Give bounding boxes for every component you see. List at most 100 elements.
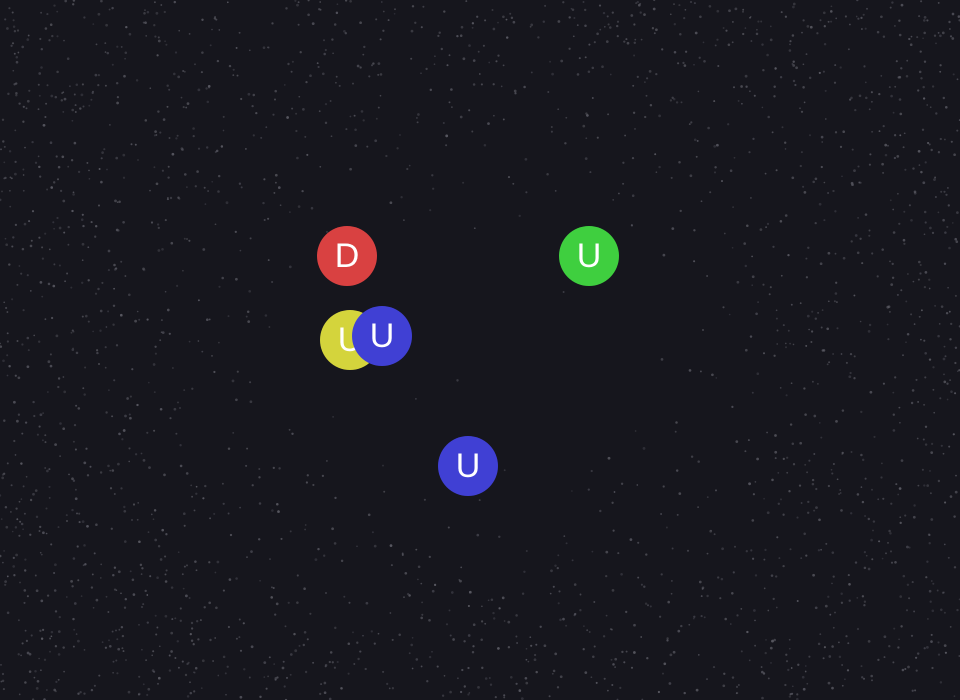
- speckle-dot: [957, 15, 960, 18]
- speckle-dot: [809, 134, 811, 137]
- speckle-dot: [459, 690, 463, 694]
- speckle-dot: [556, 566, 559, 570]
- speckle-dot: [183, 524, 186, 527]
- speckle-dot: [754, 574, 758, 577]
- speckle-dot: [688, 123, 691, 125]
- speckle-dot: [794, 83, 797, 87]
- speckle-dot: [701, 586, 705, 590]
- speckle-dot: [214, 150, 217, 154]
- speckle-dot: [856, 596, 859, 599]
- speckle-dot: [518, 214, 521, 218]
- speckle-dot: [954, 346, 958, 349]
- speckle-dot: [551, 72, 554, 76]
- speckle-dot: [931, 442, 934, 445]
- speckle-dot: [306, 474, 309, 477]
- node-d-red: D: [317, 226, 377, 286]
- speckle-dot: [48, 496, 51, 499]
- speckle-dot: [258, 476, 261, 479]
- speckle-dot: [30, 634, 33, 637]
- speckle-dot: [919, 272, 922, 275]
- speckle-dot: [174, 51, 178, 54]
- speckle-dot: [915, 378, 918, 381]
- speckle-dot: [335, 11, 339, 15]
- speckle-dot: [891, 262, 894, 266]
- speckle-dot: [525, 550, 528, 552]
- speckle-dot: [284, 625, 287, 628]
- speckle-dot: [160, 331, 163, 334]
- speckle-dot: [90, 586, 94, 589]
- speckle-dot: [834, 611, 836, 614]
- speckle-dot: [709, 529, 713, 533]
- speckle-dot: [796, 697, 799, 700]
- speckle-dot: [483, 144, 487, 147]
- speckle-dot: [544, 4, 547, 7]
- speckle-dot: [399, 134, 401, 136]
- speckle-dot: [63, 39, 65, 42]
- speckle-dot: [930, 633, 933, 636]
- speckle-dot: [917, 89, 920, 92]
- speckle-dot: [922, 19, 926, 22]
- speckle-dot: [487, 599, 490, 602]
- speckle-dot: [898, 33, 902, 37]
- speckle-dot: [312, 661, 315, 664]
- speckle-dot: [111, 63, 114, 66]
- speckle-dot: [497, 21, 499, 24]
- speckle-dot: [814, 317, 818, 320]
- speckle-dot: [856, 251, 860, 255]
- speckle-dot: [325, 592, 327, 594]
- speckle-dot: [66, 272, 69, 275]
- speckle-dot: [609, 628, 612, 631]
- speckle-dot: [4, 506, 8, 509]
- speckle-dot: [936, 589, 939, 592]
- speckle-dot: [356, 641, 359, 644]
- speckle-dot: [274, 89, 277, 93]
- speckle-dot: [697, 654, 700, 656]
- speckle-dot: [700, 595, 703, 598]
- speckle-dot: [91, 573, 94, 576]
- speckle-dot: [141, 648, 143, 651]
- speckle-dot: [343, 29, 346, 33]
- speckle-dot: [907, 273, 909, 275]
- speckle-dot: [633, 41, 636, 44]
- speckle-dot: [359, 21, 362, 25]
- speckle-dot: [122, 176, 126, 179]
- speckle-dot: [107, 464, 110, 468]
- speckle-dot: [391, 638, 394, 641]
- speckle-dot: [937, 32, 940, 34]
- speckle-dot: [935, 112, 938, 115]
- speckle-dot: [199, 619, 202, 622]
- speckle-dot: [610, 658, 613, 661]
- speckle-dot: [751, 284, 754, 287]
- speckle-dot: [13, 400, 16, 404]
- speckle-dot: [931, 666, 934, 670]
- speckle-dot: [182, 69, 185, 73]
- speckle-dot: [702, 41, 705, 44]
- speckle-dot: [417, 578, 419, 581]
- speckle-dot: [596, 136, 599, 139]
- speckle-dot: [779, 220, 783, 223]
- speckle-dot: [29, 244, 33, 248]
- speckle-dot: [763, 497, 765, 500]
- speckle-dot: [37, 108, 40, 111]
- speckle-dot: [134, 319, 138, 323]
- speckle-dot: [50, 635, 53, 638]
- speckle-dot: [41, 257, 45, 260]
- speckle-dot: [533, 658, 537, 662]
- speckle-dot: [128, 447, 131, 450]
- speckle-dot: [62, 199, 66, 203]
- speckle-dot: [699, 370, 702, 373]
- speckle-dot: [445, 623, 449, 626]
- speckle-dot: [173, 0, 177, 4]
- speckle-dot: [549, 60, 552, 63]
- speckle-dot: [47, 282, 51, 286]
- speckle-dot: [916, 652, 920, 655]
- speckle-dot: [917, 278, 920, 281]
- speckle-dot: [941, 31, 945, 35]
- speckle-dot: [21, 247, 25, 251]
- speckle-dot: [362, 119, 365, 122]
- speckle-dot: [955, 240, 959, 244]
- speckle-dot: [807, 246, 810, 250]
- speckle-dot: [177, 666, 180, 669]
- speckle-dot: [247, 92, 251, 96]
- speckle-dot: [23, 512, 26, 515]
